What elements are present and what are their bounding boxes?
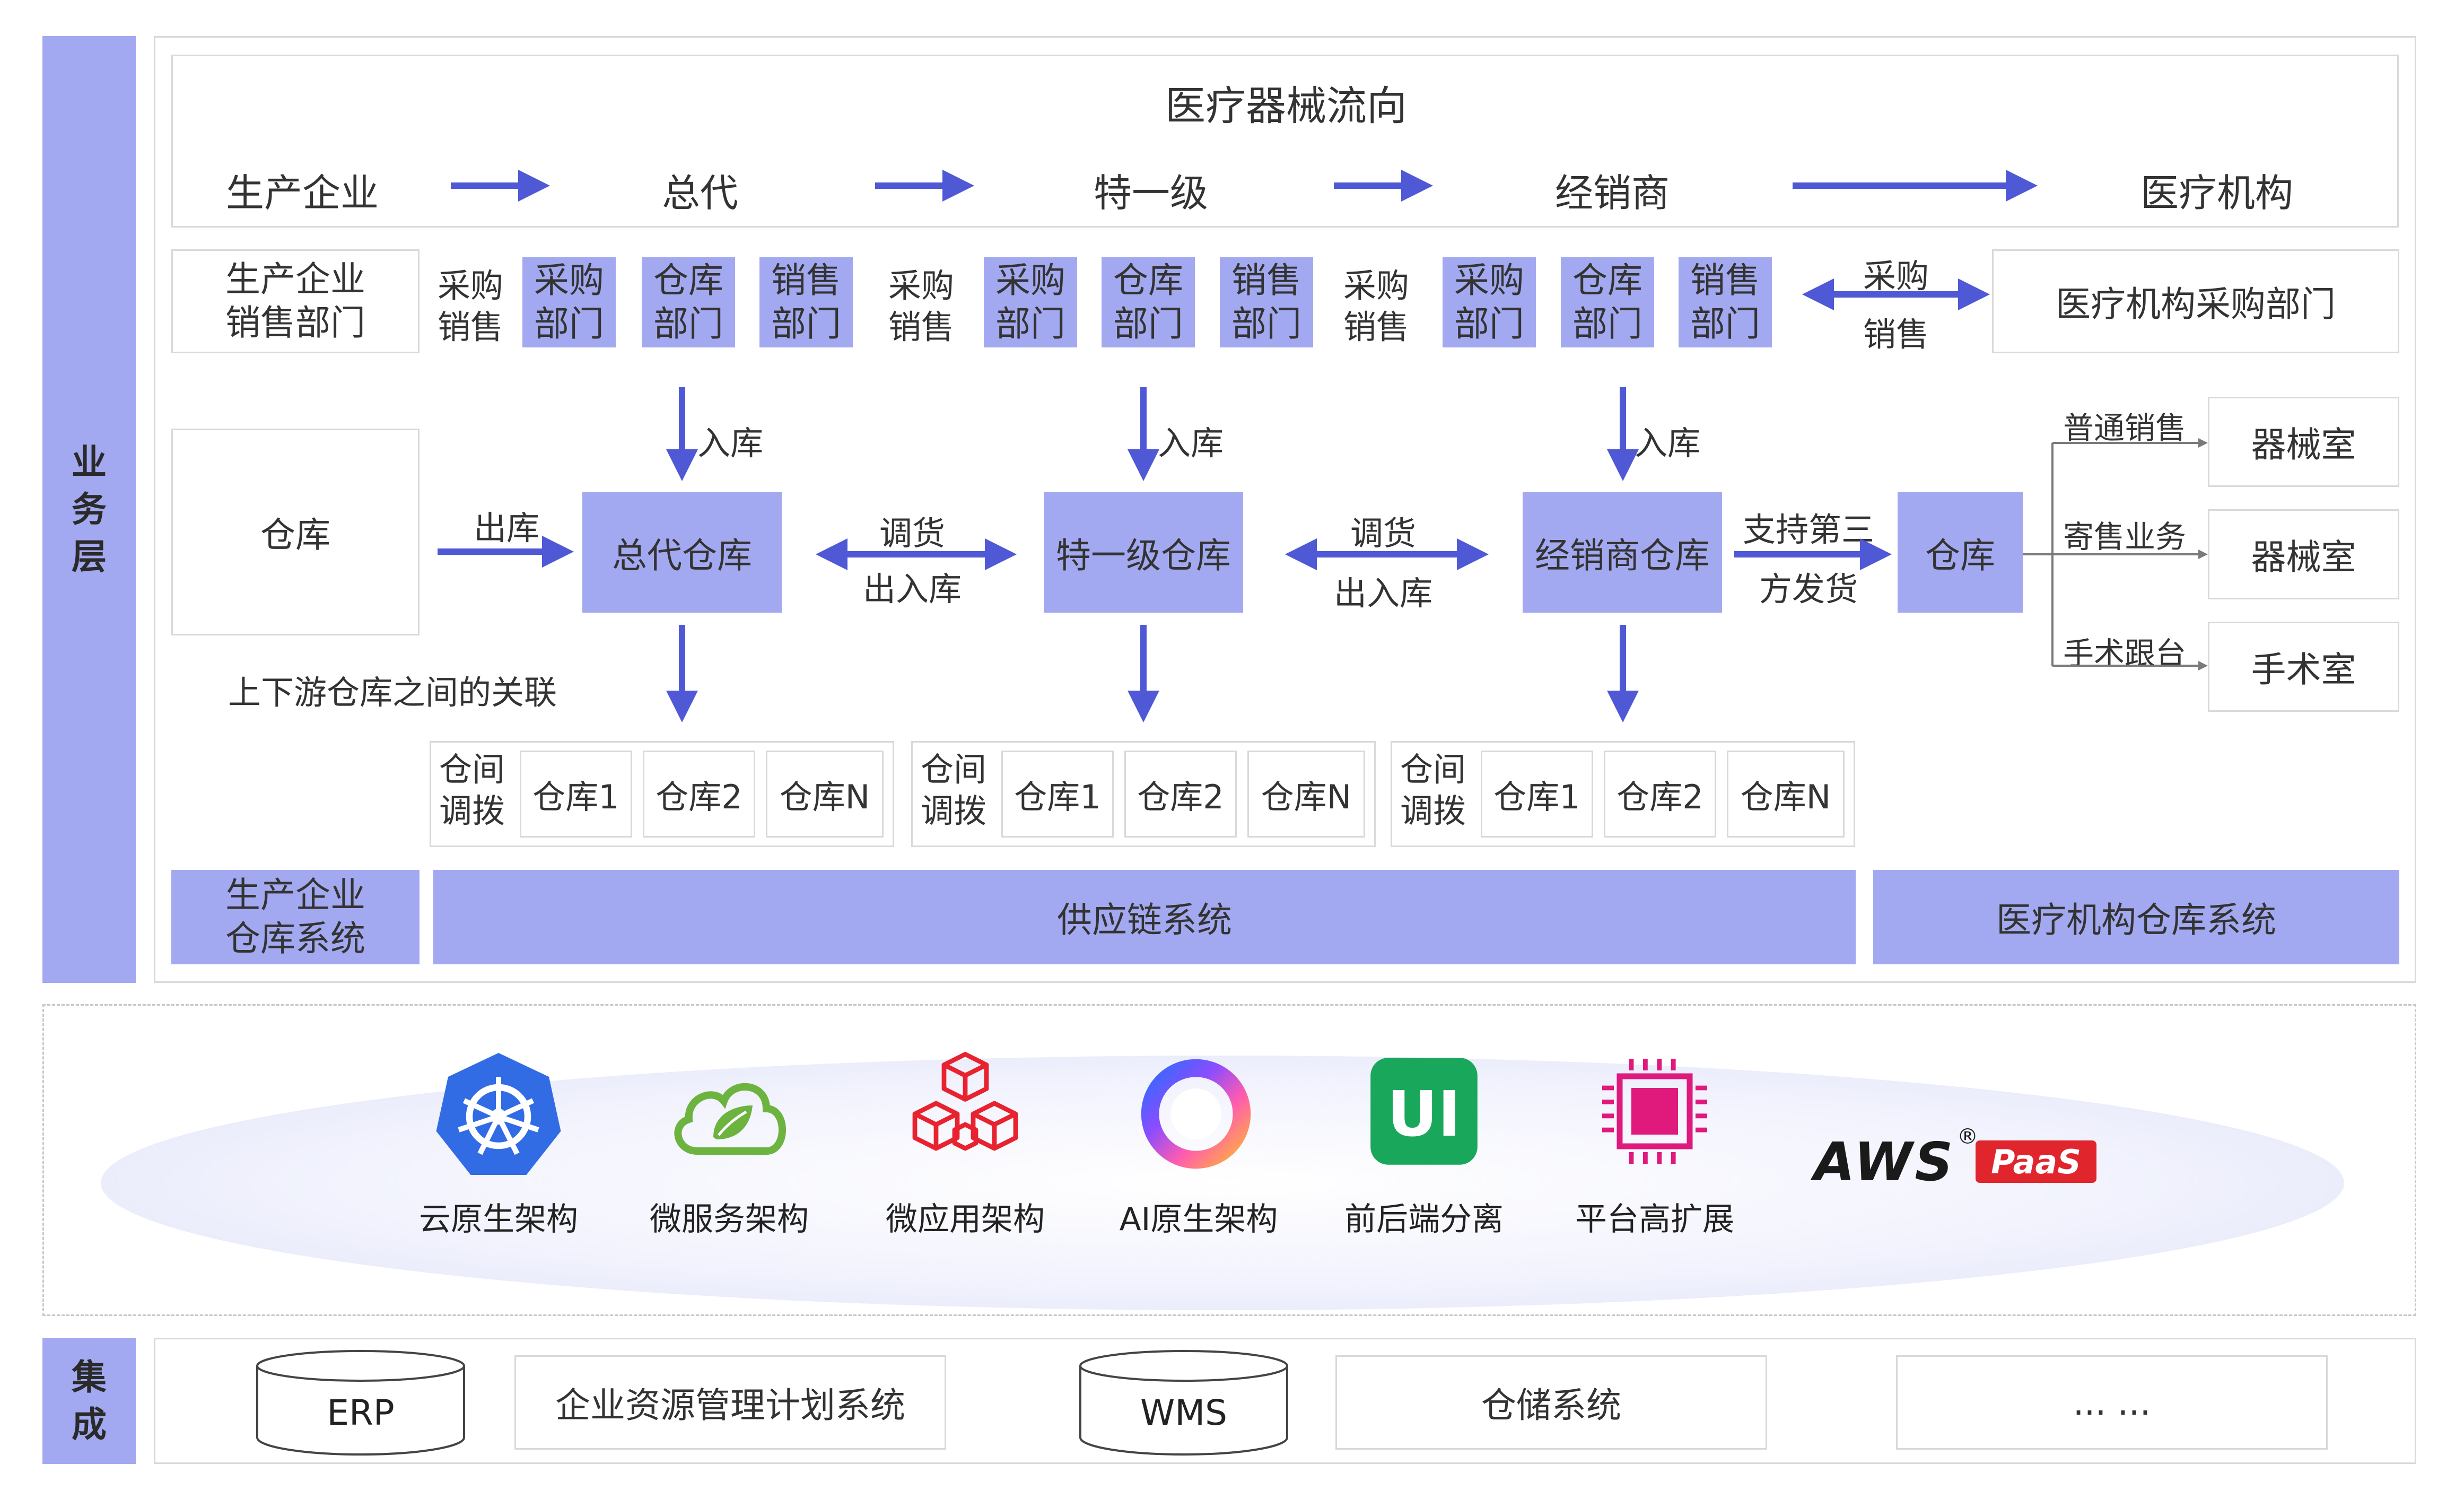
- integration-layer-label: 集成: [42, 1338, 136, 1464]
- logo-text: AWS: [1814, 1131, 1955, 1193]
- inbound-label-2: 入库: [1158, 424, 1224, 463]
- kubernetes-icon: [436, 1053, 561, 1175]
- transfer-bottom-label-1: 出入库: [862, 570, 962, 608]
- warehouse-2-item-2: 仓库2: [1124, 751, 1237, 838]
- tech-label-microservices: 微服务架构: [650, 1201, 809, 1238]
- relation-note: 上下游仓库之间的关联: [228, 673, 557, 712]
- transfer-bottom-label-2: 出入库: [1333, 574, 1432, 613]
- group3-warehouse-dept: 仓库 部门: [1561, 257, 1654, 347]
- svg-text:UI: UI: [1387, 1078, 1461, 1151]
- group2-buy-label: 采购: [888, 266, 954, 305]
- ui-icon: UI: [1370, 1058, 1478, 1165]
- more-systems-box: ... ...: [1896, 1355, 2328, 1450]
- flow-stage-general-agent: 总代: [661, 171, 738, 215]
- manufacturer-warehouse: 仓库: [171, 429, 420, 635]
- chip-icon: [1602, 1059, 1707, 1164]
- warehouse-2-item-n: 仓库N: [1247, 751, 1365, 838]
- branch-label-consignment: 寄售业务: [2063, 519, 2187, 555]
- inbound-label-1: 入库: [697, 424, 764, 463]
- manufacturer-sales-dept: 生产企业 销售部门: [171, 249, 420, 353]
- erp-cylinder: [256, 1350, 465, 1456]
- warehouse-1-item-1: 仓库1: [520, 751, 632, 838]
- hospital-warehouse: 仓库: [1898, 492, 2023, 613]
- wms-label: WMS: [1140, 1392, 1228, 1433]
- group2-purchase-dept: 采购 部门: [984, 257, 1077, 347]
- branch-label-normal-sales: 普通销售: [2063, 410, 2187, 446]
- cubes-icon: [912, 1052, 1018, 1151]
- tech-label-platform-extensible: 平台高扩展: [1575, 1201, 1734, 1238]
- dealer-warehouse: 经销商仓库: [1523, 492, 1722, 613]
- logo-badge: PaaS: [1976, 1140, 2096, 1183]
- flow-stage-special-first: 特一级: [1093, 171, 1208, 215]
- group3-sell-label: 销售: [1343, 308, 1409, 346]
- branch-target-equipment-room-2: 器械室: [2208, 509, 2399, 599]
- warehouse-2-item-1: 仓库1: [1001, 751, 1114, 838]
- third-party-bottom-label: 方发货: [1759, 570, 1858, 608]
- group1-sell-label: 销售: [437, 308, 503, 346]
- erp-system-box: 企业资源管理计划系统: [514, 1355, 946, 1450]
- hospital-purchasing-dept: 医疗机构采购部门: [1992, 249, 2399, 353]
- branch-target-operating-room: 手术室: [2208, 622, 2399, 712]
- outbound-label: 出库: [473, 509, 539, 547]
- wms-cylinder: [1079, 1350, 1288, 1456]
- flow-stage-dealer: 经销商: [1554, 171, 1670, 215]
- group1-sales-dept: 销售 部门: [759, 257, 853, 347]
- warehouse-3-item-2: 仓库2: [1604, 751, 1716, 838]
- tech-layer-panel: [42, 1004, 2416, 1316]
- ai-ring-icon: [1141, 1059, 1251, 1169]
- general-agent-warehouse: 总代仓库: [582, 492, 782, 613]
- group2-sell-label: 销售: [888, 308, 954, 346]
- group3-purchase-dept: 采购 部门: [1443, 257, 1536, 347]
- tech-label-cloud-native: 云原生架构: [419, 1201, 578, 1238]
- group1-purchase-dept: 采购 部门: [522, 257, 616, 347]
- tech-label-micro-apps: 微应用架构: [886, 1201, 1045, 1238]
- manufacturer-warehouse-system: 生产企业 仓库系统: [171, 870, 420, 964]
- group3-buy-label: 采购: [1343, 266, 1409, 305]
- warehouse-3-item-n: 仓库N: [1727, 751, 1845, 838]
- group2-warehouse-dept: 仓库 部门: [1102, 257, 1195, 347]
- group3-sales-dept: 销售 部门: [1679, 257, 1772, 347]
- flow-stage-hospital: 医疗机构: [2140, 171, 2293, 215]
- third-party-top-label: 支持第三: [1742, 510, 1874, 549]
- hospital-warehouse-system: 医疗机构仓库系统: [1873, 870, 2399, 964]
- spring-leaf-cloud-icon: [674, 1083, 786, 1155]
- inter-warehouse-label-3: 仓间 调拨: [1400, 750, 1466, 830]
- group2-sales-dept: 销售 部门: [1220, 257, 1313, 347]
- group1-buy-label: 采购: [437, 266, 503, 305]
- warehouse-1-item-2: 仓库2: [643, 751, 755, 838]
- supply-chain-system: 供应链系统: [433, 870, 1856, 964]
- inter-warehouse-label-2: 仓间 调拨: [920, 750, 986, 830]
- tech-label-frontend-backend: 前后端分离: [1344, 1201, 1504, 1238]
- erp-label: ERP: [327, 1392, 395, 1433]
- flow-title: 医疗器械流向: [1165, 82, 1407, 129]
- warehouse-3-item-1: 仓库1: [1481, 751, 1593, 838]
- purchase-arrow-bottom-label: 销售: [1863, 315, 1929, 354]
- inter-warehouse-label-1: 仓间 调拨: [439, 750, 505, 830]
- business-layer-label: 业务层: [42, 36, 136, 983]
- flow-stage-manufacturer: 生产企业: [225, 171, 379, 215]
- warehouse-1-item-n: 仓库N: [766, 751, 884, 838]
- logo-registered-mark: ®: [1957, 1125, 1978, 1149]
- group1-warehouse-dept: 仓库 部门: [642, 257, 735, 347]
- branch-target-equipment-room-1: 器械室: [2208, 397, 2399, 487]
- inbound-label-3: 入库: [1635, 424, 1701, 463]
- storage-system-box: 仓储系统: [1335, 1355, 1767, 1450]
- special-first-warehouse: 特一级仓库: [1044, 492, 1243, 613]
- tech-label-ai-native: AI原生架构: [1119, 1201, 1278, 1238]
